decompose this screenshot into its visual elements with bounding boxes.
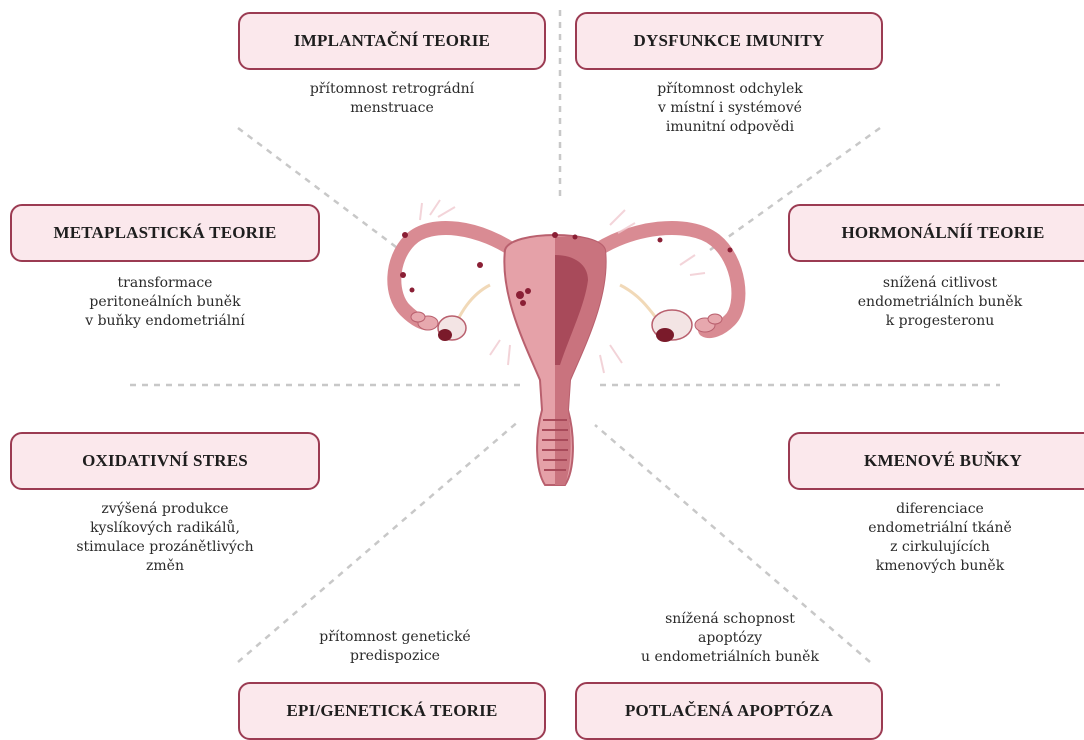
theory-desc-kmenove: diferenciace endometriální tkáně z cirku… (840, 500, 1040, 576)
uterus-illustration (360, 195, 750, 495)
theory-box-implantacni: IMPLANTAČNÍ TEORIE (238, 12, 546, 70)
theory-title-hormonalni: HORMONÁLNÍÍ TEORIE (841, 223, 1044, 243)
left-fimbriae (411, 312, 438, 330)
theory-box-oxidativni: OXIDATIVNÍ STRES (10, 432, 320, 490)
theory-box-metaplasticka: METAPLASTICKÁ TEORIE (10, 204, 320, 262)
theory-title-implantacni: IMPLANTAČNÍ TEORIE (294, 31, 490, 51)
theory-desc-metaplasticka: transformace peritoneálních buněk v buňk… (60, 274, 270, 331)
theory-desc-implantacni: přítomnost retrográdní menstruace (292, 80, 492, 118)
theory-desc-hormonalni: snížená citlivost endometriálních buněk … (830, 274, 1050, 331)
theory-box-hormonalni: HORMONÁLNÍÍ TEORIE (788, 204, 1084, 262)
theory-desc-apoptoza: snížená schopnost apoptózy u endometriál… (620, 610, 840, 667)
theory-desc-epigeneticka: přítomnost genetické predispozice (290, 628, 500, 666)
theory-title-kmenove: KMENOVÉ BUŇKY (864, 451, 1022, 471)
theory-title-metaplasticka: METAPLASTICKÁ TEORIE (54, 223, 277, 243)
theory-title-oxidativni: OXIDATIVNÍ STRES (82, 451, 248, 471)
theory-desc-oxidativni: zvýšená produkce kyslíkových radikálů, s… (50, 500, 280, 576)
theory-box-kmenove: KMENOVÉ BUŇKY (788, 432, 1084, 490)
theory-box-apoptoza: POTLAČENÁ APOPTÓZA (575, 682, 883, 740)
theory-title-apoptoza: POTLAČENÁ APOPTÓZA (625, 701, 833, 721)
theory-desc-dysfunkce: přítomnost odchylek v místní i systémové… (615, 80, 845, 137)
theory-title-dysfunkce: DYSFUNKCE IMUNITY (634, 31, 825, 51)
theory-box-dysfunkce: DYSFUNKCE IMUNITY (575, 12, 883, 70)
left-fallopian-tube (394, 228, 520, 323)
theory-title-epigeneticka: EPI/GENETICKÁ TEORIE (286, 701, 497, 721)
theory-box-epigeneticka: EPI/GENETICKÁ TEORIE (238, 682, 546, 740)
